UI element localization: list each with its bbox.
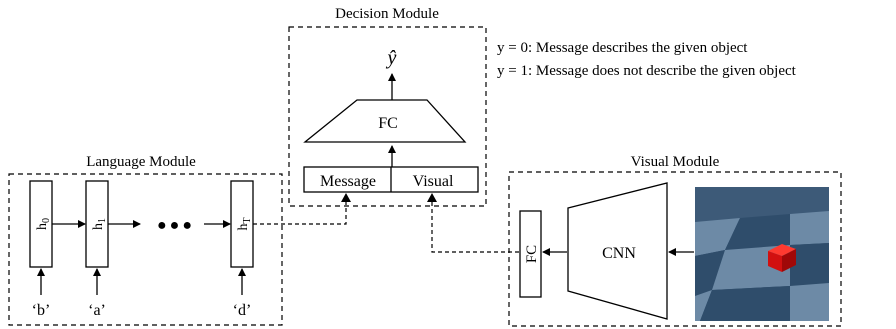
input-token-b: ‘b’ xyxy=(32,302,51,319)
lstm-cell-hT-label: hT xyxy=(236,217,253,230)
decision-fc-layer xyxy=(303,99,467,143)
legend: y = 0: Message describes the given objec… xyxy=(497,40,797,79)
decision-module-title: Decision Module xyxy=(335,6,439,22)
visual-module-border xyxy=(508,171,842,327)
lstm-cell-h1-label: h1 xyxy=(91,218,108,230)
ellipsis-dots: ●●● xyxy=(157,217,195,234)
cube-right xyxy=(782,249,796,272)
visual-to-decision-arrowhead xyxy=(427,193,437,202)
legend-line-y0: y = 0: Message describes the given objec… xyxy=(497,40,748,56)
scene-image xyxy=(695,187,829,321)
lstm-cell-h0-label: h0 xyxy=(35,218,52,230)
input-token-d: ‘d’ xyxy=(233,302,252,319)
visual-module: Visual Module FC CNN xyxy=(508,154,842,327)
language-to-message-arrowhead xyxy=(341,193,351,202)
output-y-hat: ŷ xyxy=(386,47,397,69)
visual-module-title: Visual Module xyxy=(631,154,720,170)
cube-left xyxy=(768,251,782,272)
cnn-label: CNN xyxy=(602,245,636,262)
language-to-message-connector xyxy=(253,197,347,225)
legend-line-y1: y = 1: Message does not describe the giv… xyxy=(497,63,797,79)
cnn-block xyxy=(567,182,668,320)
decision-module: Decision Module ŷ FC Message Visual xyxy=(288,6,487,207)
cube-top xyxy=(768,244,796,256)
visual-fc-layer xyxy=(519,210,542,298)
decision-fc-label: FC xyxy=(378,115,398,132)
visual-fc-label: FC xyxy=(524,245,540,263)
language-module-title: Language Module xyxy=(86,154,196,170)
language-module: Language Module h0 h1 hT ●●● ‘b’ ‘a’ ‘d’ xyxy=(8,154,283,326)
message-input-box: Message xyxy=(320,173,376,190)
input-token-a: ‘a’ xyxy=(88,302,106,319)
visual-input-box: Visual xyxy=(413,173,454,190)
visual-to-decision-connector xyxy=(431,197,519,253)
language-module-border xyxy=(8,173,283,326)
